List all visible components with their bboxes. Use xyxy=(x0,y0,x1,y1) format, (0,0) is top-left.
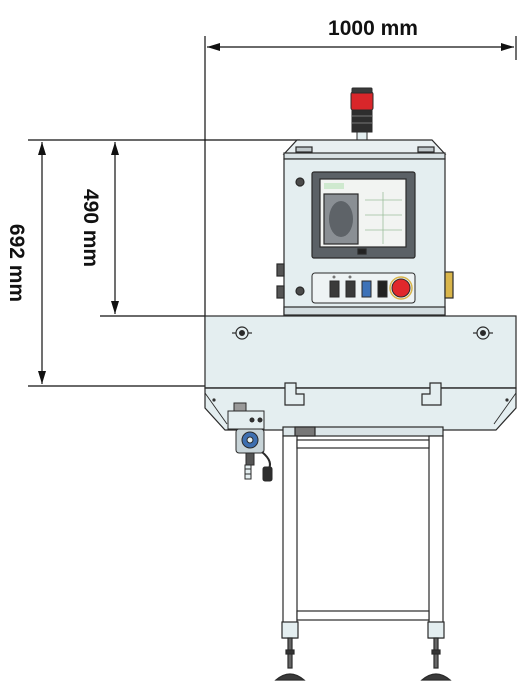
cabinet-side-fitting-left-top xyxy=(276,263,285,277)
valve-mount-screw-1 xyxy=(249,417,255,423)
leg-foot-left xyxy=(281,621,299,639)
leg-right xyxy=(428,435,444,639)
screen-status-bar xyxy=(324,183,344,189)
beacon-body xyxy=(351,109,373,133)
height-upper-arrow-bottom xyxy=(111,301,119,314)
cabinet-screw-bottom xyxy=(295,286,305,296)
foot-pad-left xyxy=(274,673,306,681)
conveyor-rail xyxy=(282,426,444,437)
leg-left xyxy=(282,435,298,639)
touch-screen xyxy=(311,171,416,259)
cabinet-base-strip xyxy=(283,306,446,316)
pump-filter xyxy=(244,464,252,480)
top-cover xyxy=(282,139,447,160)
key-switch xyxy=(329,280,340,298)
selector-switch xyxy=(345,280,356,298)
housing-foot-right xyxy=(421,382,442,406)
tunnel-bracket-right xyxy=(473,326,493,340)
tunnel-bracket-left xyxy=(232,326,252,340)
housing-foot-left xyxy=(284,382,305,406)
conveyor-drive-label xyxy=(294,426,316,437)
machine-stand xyxy=(274,426,452,681)
dimension-width xyxy=(204,36,517,340)
dimension-height-total xyxy=(28,139,300,387)
screen-scan-blob xyxy=(329,201,353,237)
housing-upper-block xyxy=(204,315,517,389)
valve-lever xyxy=(233,402,247,412)
foot-nut-right xyxy=(431,649,441,655)
housing-right-chamfer xyxy=(493,392,517,425)
control-panel xyxy=(311,272,416,304)
width-arrow-right xyxy=(501,43,514,51)
width-arrow-left xyxy=(207,43,220,51)
top-cover-hinge-right xyxy=(417,146,435,153)
height-total-arrow-bottom xyxy=(38,371,46,384)
height-total-label: 692 mm xyxy=(5,224,28,302)
dimension-height-upper xyxy=(100,142,205,317)
foot-nut-left xyxy=(285,649,295,655)
cabinet-side-fitting-right xyxy=(444,271,454,299)
housing-left-chamfer xyxy=(204,392,228,425)
height-upper-label: 490 mm xyxy=(79,189,102,267)
conveyor-housing xyxy=(204,315,517,431)
cabinet-side-fitting-left-bottom xyxy=(276,285,285,299)
stop-button xyxy=(377,280,388,298)
emergency-stop-ring xyxy=(389,276,413,300)
crossbar-lower xyxy=(296,610,430,621)
panel-indicator-1 xyxy=(332,275,336,279)
air-valve-unit xyxy=(227,402,273,482)
emergency-stop-button xyxy=(391,278,411,298)
leg-foot-right xyxy=(427,621,445,639)
pump-hub xyxy=(246,436,254,444)
screen-logo-tab xyxy=(357,248,367,255)
valve-mount-screw-2 xyxy=(257,417,263,423)
start-button xyxy=(361,280,372,298)
top-cover-rim xyxy=(283,152,446,160)
height-upper-arrow-top xyxy=(111,142,119,155)
beacon-cap xyxy=(351,87,373,94)
housing-screw-left xyxy=(212,398,216,402)
pump-outlet xyxy=(245,452,255,466)
beacon-red-light xyxy=(350,91,374,111)
housing-screw-right xyxy=(505,398,509,402)
cabinet-screw-top xyxy=(295,177,305,187)
crossbar-upper xyxy=(296,439,430,449)
foot-pad-right xyxy=(420,673,452,681)
panel-indicator-2 xyxy=(348,275,352,279)
top-cover-hinge-left xyxy=(295,146,313,153)
height-total-arrow-top xyxy=(38,142,46,155)
hose-fitting xyxy=(262,466,273,482)
width-label: 1000 mm xyxy=(328,17,418,40)
